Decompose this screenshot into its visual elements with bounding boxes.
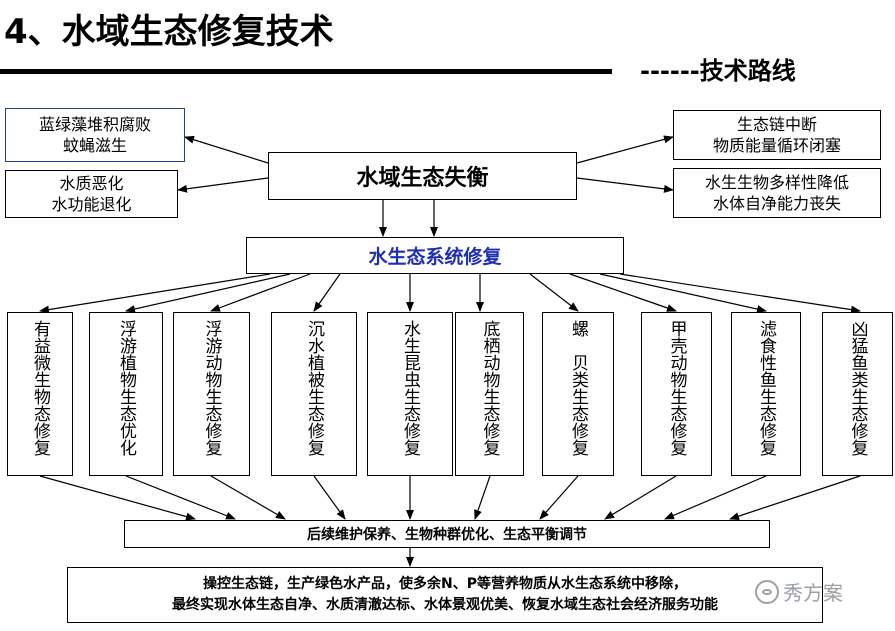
- arrow-col-maint-1: [39, 475, 196, 521]
- measure-box-10: 凶猛鱼类生态修复: [822, 312, 893, 476]
- measure-label-9: 滤食性鱼生态修复: [756, 320, 776, 456]
- measure-box-4: 沉水植被生态修复: [271, 312, 357, 476]
- center-node: 水域生态失衡: [268, 152, 577, 200]
- measure-box-2: 浮游植物生态优化: [89, 312, 163, 476]
- page-subtitle: ------技术路线: [640, 57, 796, 85]
- final-goal-line1: 操控生态链，生产绿色水产品，使多余N、P等营养物质从水生态系统中移除，: [203, 576, 687, 592]
- right-effect-2-line2: 水体自净能力丧失: [712, 194, 841, 213]
- final-goal-node: 操控生态链，生产绿色水产品，使多余N、P等营养物质从水生态系统中移除， 最终实现…: [67, 567, 823, 623]
- restore-node: 水生态系统修复: [246, 237, 624, 274]
- left-effect-2-line2: 水功能退化: [51, 195, 132, 214]
- left-effect-2-line1: 水质恶化: [59, 174, 124, 193]
- measure-label-8: 甲壳动物生态修复: [666, 320, 687, 456]
- right-effect-2-line1: 水生生物多样性降低: [704, 173, 849, 192]
- arrow-restore-col-1: [39, 273, 271, 314]
- arrow-col-maint-7: [539, 475, 579, 520]
- arrow-restore-col-8: [569, 273, 677, 312]
- measure-box-9: 滤食性鱼生态修复: [731, 312, 801, 476]
- measure-box-7: 螺 贝类生态修复: [542, 312, 614, 476]
- measure-label-4: 沉水植被生态修复: [304, 320, 324, 456]
- measure-box-5: 水生昆虫生态修复: [367, 312, 453, 476]
- arrow-restore-col-4: [313, 273, 341, 312]
- watermark-text: 秀方案: [783, 581, 843, 605]
- left-effect-1: 蓝绿藻堆积腐败蚊蝇滋生: [5, 108, 185, 162]
- arrow-to-right-effect-2: [576, 177, 674, 193]
- arrow-col-maint-4: [313, 475, 346, 520]
- arrow-restore-col-10: [619, 273, 861, 314]
- right-effect-1: 生态链中断物质能量循环闭塞: [673, 110, 881, 160]
- wechat-icon: [755, 579, 779, 604]
- arrow-col-maint-8: [604, 475, 677, 520]
- measure-label-5: 水生昆虫生态修复: [400, 320, 420, 456]
- arrow-col-maint-9: [664, 475, 767, 520]
- left-effect-1-line2: 蚊蝇滋生: [62, 136, 127, 155]
- measure-label-7: 螺 贝类生态修复: [568, 320, 588, 456]
- arrow-to-right-effect-1: [576, 135, 674, 164]
- final-goal-line2: 最终实现水体生态自净、水质清澈达标、水体景观优美、恢复水域生态社会经济服务功能: [172, 597, 718, 613]
- watermark: 秀方案: [755, 577, 843, 606]
- arrow-col-maint-10: [729, 475, 861, 520]
- arrow-restore-col-2: [125, 273, 291, 313]
- measure-label-10: 凶猛鱼类生态修复: [847, 320, 868, 456]
- measure-box-8: 甲壳动物生态修复: [641, 312, 712, 476]
- arrow-col-maint-3: [210, 475, 286, 520]
- maintenance-node: 后续维护保养、生物种群优化、生态平衡调节: [124, 520, 770, 548]
- arrow-restore-col-3: [210, 273, 311, 312]
- measure-label-3: 浮游动物生态修复: [201, 320, 222, 456]
- arrow-col-maint-2: [125, 475, 236, 520]
- left-effect-1-line1: 蓝绿藻堆积腐败: [38, 115, 151, 134]
- measure-box-3: 浮游动物生态修复: [173, 312, 250, 476]
- arrow-restore-col-7: [529, 273, 579, 312]
- measure-label-2: 浮游植物生态优化: [116, 320, 136, 456]
- title-underline: [0, 69, 612, 74]
- arrow-restore-col-9: [599, 273, 767, 313]
- right-effect-1-line1: 生态链中断: [736, 115, 817, 134]
- right-effect-1-line2: 物质能量循环闭塞: [712, 136, 841, 155]
- arrow-col-maint-6: [474, 475, 491, 520]
- arrow-to-left-effect-2: [177, 177, 269, 193]
- measure-label-6: 底栖动物生态修复: [479, 320, 500, 456]
- measure-box-6: 底栖动物生态修复: [455, 312, 524, 476]
- left-effect-2: 水质恶化水功能退化: [5, 170, 178, 218]
- measure-label-1: 有益微生物态修复: [30, 320, 50, 456]
- page-title: 4、水域生态修复技术: [4, 12, 334, 52]
- arrow-to-left-effect-1: [184, 135, 269, 164]
- right-effect-2: 水生生物多样性降低水体自净能力丧失: [673, 168, 881, 218]
- measure-box-1: 有益微生物态修复: [7, 312, 73, 476]
